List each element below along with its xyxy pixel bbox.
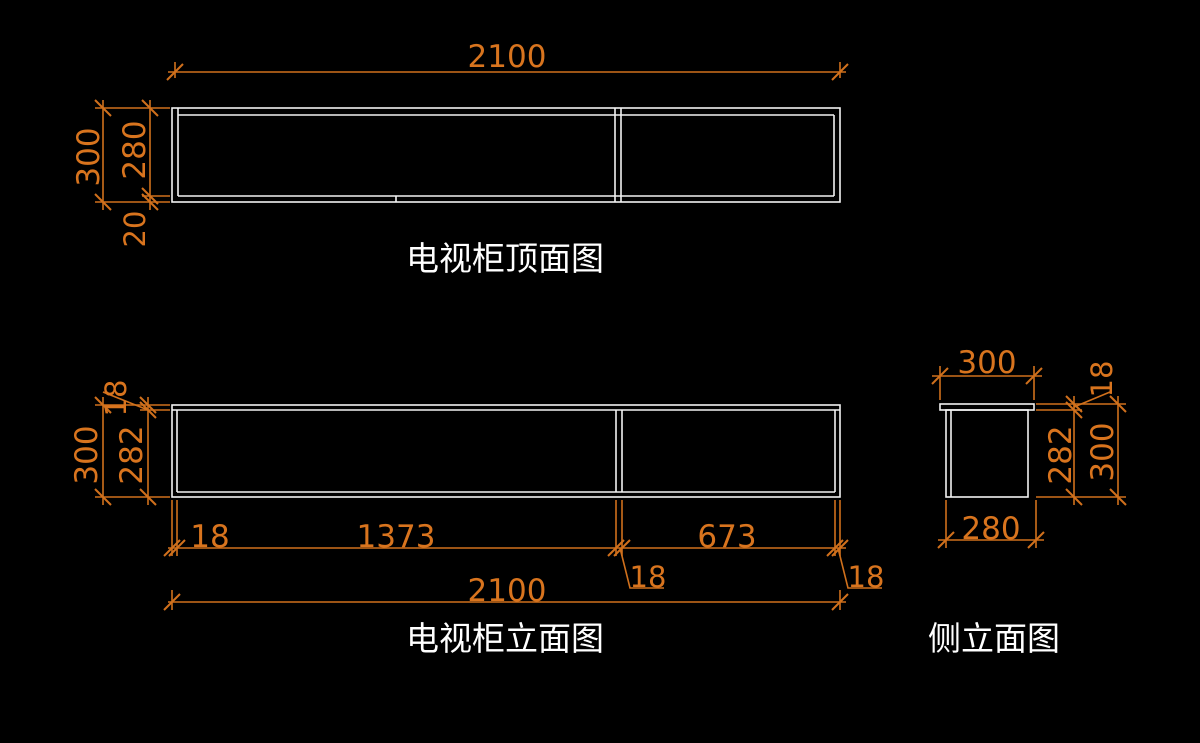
side-depth-top-label: 300 xyxy=(957,345,1016,381)
front-left-bay-label: 1373 xyxy=(357,519,436,555)
front-top-panel-label: 18 xyxy=(99,380,133,417)
front-view-outline xyxy=(171,404,841,498)
side-view-caption: 侧立面图 xyxy=(928,619,1060,658)
side-view-outline xyxy=(939,403,1035,498)
front-height-dimensions: 300 282 18 xyxy=(69,380,170,506)
front-right-panel-label: 18 xyxy=(848,560,885,594)
side-view: 300 280 xyxy=(928,345,1127,658)
front-view-caption: 电视柜立面图 xyxy=(406,619,604,658)
top-depth-inner-label: 280 xyxy=(117,120,153,179)
top-view: 2100 300 280 20 xyxy=(71,39,849,278)
front-height-inner-label: 282 xyxy=(114,425,150,484)
side-bottom-depth-dimension: 280 xyxy=(937,500,1045,549)
top-view-caption: 电视柜顶面图 xyxy=(406,239,604,278)
front-width-dimension: 2100 xyxy=(163,573,849,611)
top-depth-total-label: 300 xyxy=(71,127,107,186)
front-right-bay-label: 673 xyxy=(697,519,756,555)
side-height-dimensions: 18 282 300 xyxy=(1036,361,1127,506)
top-back-panel-label: 20 xyxy=(118,211,152,248)
front-width-label: 2100 xyxy=(468,573,547,609)
top-width-label: 2100 xyxy=(468,39,547,75)
top-depth-dimensions: 300 280 20 xyxy=(71,99,170,248)
side-depth-bottom-label: 280 xyxy=(961,511,1020,547)
side-height-inner-label: 282 xyxy=(1043,425,1079,484)
front-left-panel-label: 18 xyxy=(190,519,229,555)
top-width-dimension: 2100 xyxy=(166,39,849,81)
side-top-panel-label: 18 xyxy=(1085,361,1119,398)
front-segment-dimensions: 18 1373 673 18 18 xyxy=(163,500,885,594)
side-top-depth-dimension: 300 xyxy=(931,345,1043,400)
top-view-outline xyxy=(171,107,841,203)
side-height-total-label: 300 xyxy=(1085,422,1121,481)
front-view: 300 282 18 18 1373 673 18 18 xyxy=(69,380,884,658)
front-height-total-label: 300 xyxy=(69,425,105,484)
front-divider-label: 18 xyxy=(630,560,667,594)
